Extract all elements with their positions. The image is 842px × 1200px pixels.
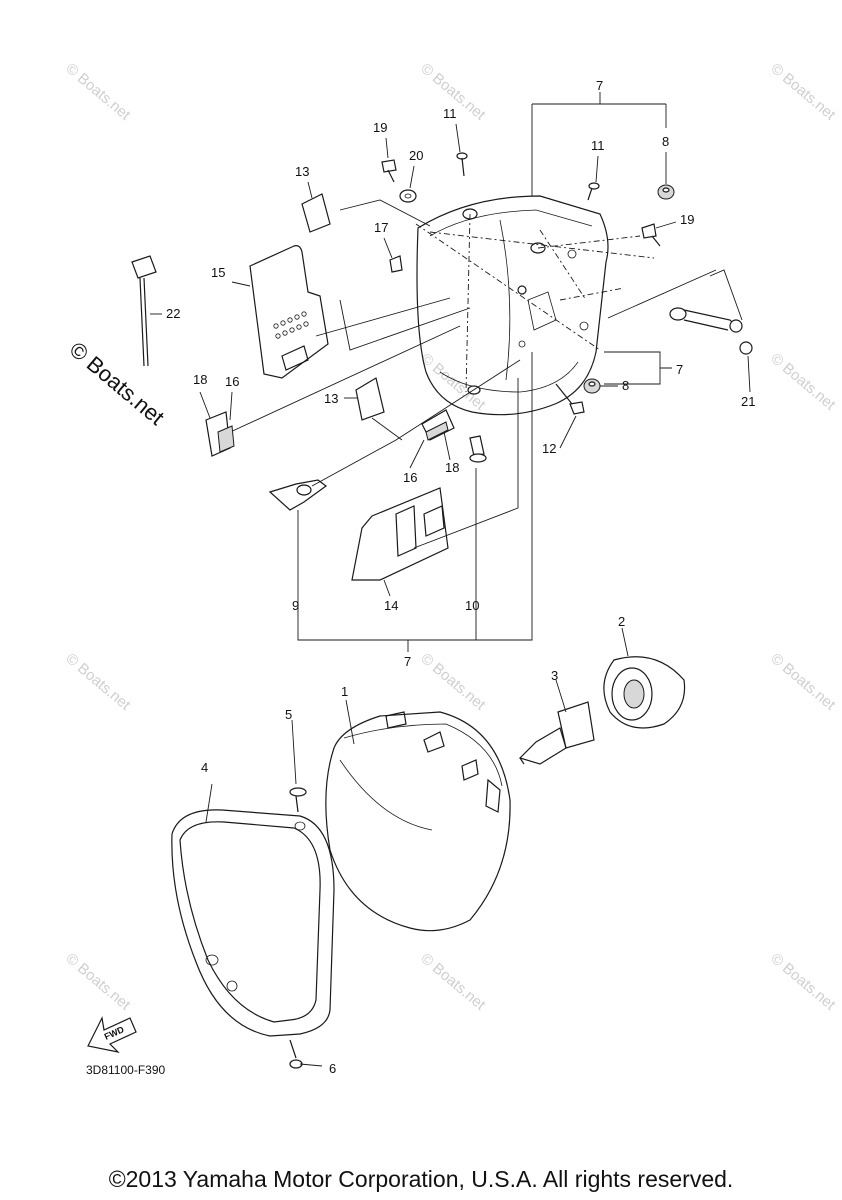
watermark-7: © Boats.net <box>417 650 489 714</box>
callout-19-right: 19 <box>680 212 694 227</box>
callout-16-left: 16 <box>225 374 239 389</box>
callout-12: 12 <box>542 441 556 456</box>
callout-8-right: 8 <box>622 378 629 393</box>
rubber-boot-part-2 <box>603 656 686 729</box>
cable-tie-part-22 <box>131 255 157 367</box>
callout-4: 4 <box>201 760 208 775</box>
screw-part-6 <box>289 1039 303 1069</box>
washer-part-20 <box>399 189 417 203</box>
callout-20: 20 <box>409 148 423 163</box>
callout-16-mid: 16 <box>403 470 417 485</box>
callout-9: 9 <box>292 598 299 613</box>
screw-part-11 <box>456 152 600 201</box>
callout-18-left: 18 <box>193 372 207 387</box>
watermark-3: © Boats.net <box>767 60 839 124</box>
watermark-6: © Boats.net <box>62 650 134 714</box>
watermark-11: © Boats.net <box>767 950 839 1014</box>
diagram-code: 3D81100-F390 <box>86 1063 166 1077</box>
grommet-part-8 <box>583 184 675 394</box>
callout-leaders <box>150 123 751 597</box>
watermark-1: © Boats.net <box>62 60 134 124</box>
watermark-8: © Boats.net <box>767 650 839 714</box>
stay-part-21 <box>669 307 753 355</box>
callout-11-right: 11 <box>591 138 605 153</box>
callout-5: 5 <box>285 707 292 722</box>
callout-10: 10 <box>465 598 479 613</box>
callout-8-top: 8 <box>662 134 669 149</box>
plate-part-15 <box>249 245 329 379</box>
callout-numbers: 1 2 3 4 5 6 7 7 7 8 8 9 10 11 11 12 13 1… <box>166 78 755 1076</box>
fwd-arrow-icon: FWD <box>87 1016 137 1053</box>
callout-11-left: 11 <box>443 106 457 121</box>
fwd-label: FWD <box>103 1024 126 1042</box>
callout-7-top: 7 <box>596 78 603 93</box>
callout-3: 3 <box>551 668 558 683</box>
bulb-part-3 <box>518 701 595 765</box>
pad-part-13 <box>301 193 385 421</box>
copyright-notice: ©2013 Yamaha Motor Corporation, U.S.A. A… <box>108 1166 734 1192</box>
callout-6: 6 <box>329 1061 336 1076</box>
callout-21: 21 <box>741 394 755 409</box>
alignment-lines <box>415 213 655 393</box>
callout-13-top: 13 <box>295 164 309 179</box>
bolt-part-19 <box>381 159 661 247</box>
callout-7-right: 7 <box>676 362 683 377</box>
pad-part-17 <box>389 255 403 273</box>
leader-lines <box>225 92 743 652</box>
callout-22: 22 <box>166 306 180 321</box>
callout-13-mid: 13 <box>324 391 338 406</box>
clip-part-18 <box>205 409 455 457</box>
watermark-4: © Boats.net <box>767 350 839 414</box>
callout-19-left: 19 <box>373 120 387 135</box>
callout-7-bottom: 7 <box>404 654 411 669</box>
callout-14: 14 <box>384 598 398 613</box>
screw-part-12 <box>555 383 585 415</box>
callout-2: 2 <box>618 614 625 629</box>
headlight-unit-part-1 <box>325 711 511 932</box>
screw-part-5 <box>289 787 307 813</box>
bracket-part-9 <box>268 479 328 511</box>
watermark-bold: © Boats.net <box>65 337 169 430</box>
callout-15: 15 <box>211 265 225 280</box>
callout-18-mid: 18 <box>445 460 459 475</box>
watermark-9: © Boats.net <box>62 950 134 1014</box>
rim-part-4 <box>171 809 335 1037</box>
bolt-part-10 <box>469 435 487 463</box>
callout-1: 1 <box>341 684 348 699</box>
callout-17: 17 <box>374 220 388 235</box>
watermark-10: © Boats.net <box>417 950 489 1014</box>
watermarks: © Boats.net © Boats.net © Boats.net © Bo… <box>62 60 839 1014</box>
plate-part-14 <box>351 487 449 581</box>
